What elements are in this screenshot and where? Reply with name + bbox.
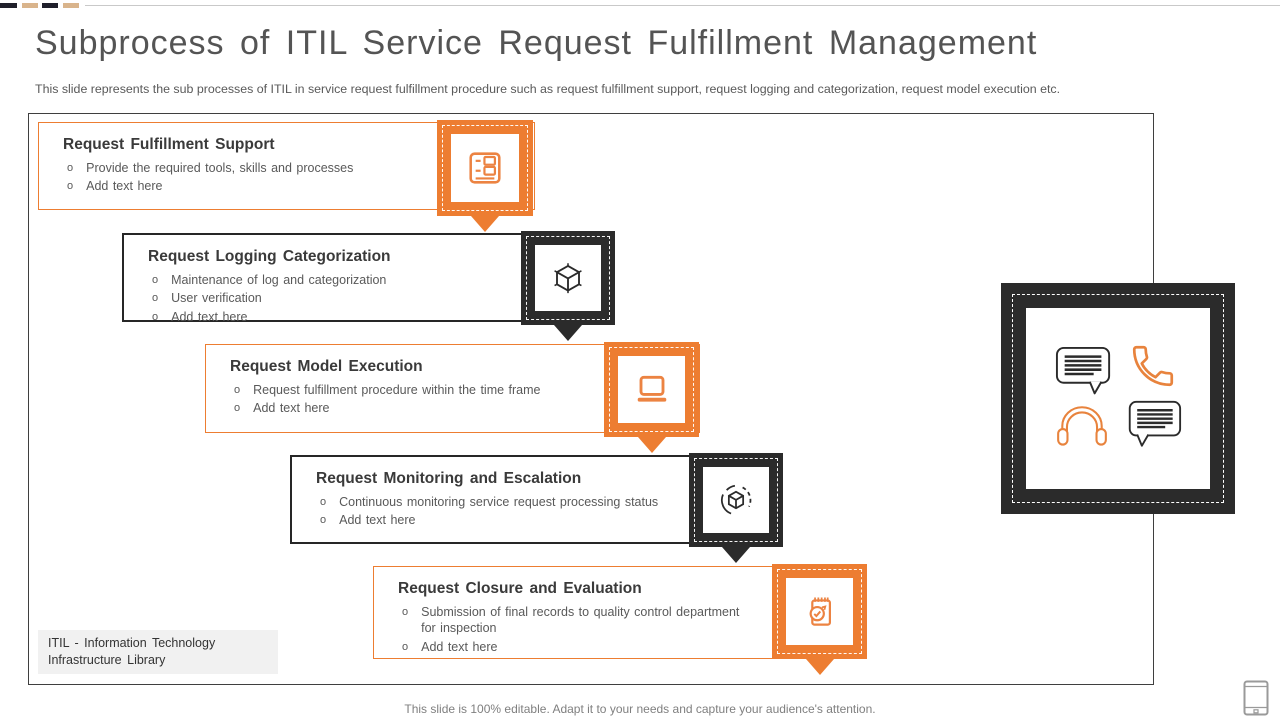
bullet-item: Add text here: [152, 309, 613, 325]
top-rule: [85, 5, 1280, 6]
chat-bubble-icon: [1055, 346, 1111, 395]
down-arrow: [471, 216, 499, 232]
dashed-border: [1012, 294, 1224, 503]
step-5-icon-tile: [772, 564, 867, 675]
down-arrow: [554, 325, 582, 341]
step-title: Request Fulfillment Support: [63, 136, 275, 153]
dashed-border: [777, 569, 862, 654]
laptop-icon: [618, 356, 685, 423]
step-3-icon-tile: [604, 342, 699, 453]
top-dash-tan: [22, 3, 38, 8]
top-dash-dark: [42, 3, 58, 8]
step-4-icon-tile: [689, 453, 783, 563]
bullet-item: Submission of final records to quality c…: [402, 604, 866, 637]
bullet-item: Request fulfillment procedure within the…: [234, 382, 699, 398]
bullet-item: Maintenance of log and categorization: [152, 272, 613, 288]
top-dash-tan: [63, 3, 79, 8]
footnote: ITIL - Information Technology Infrastruc…: [38, 630, 278, 674]
dashed-border: [694, 458, 778, 542]
page-title: Subprocess of ITIL Service Request Fulfi…: [35, 24, 1038, 62]
down-arrow: [722, 547, 750, 563]
footer-note: This slide is 100% editable. Adapt it to…: [404, 702, 876, 716]
bullet-item: Add text here: [67, 178, 534, 194]
page-subtitle: This slide represents the sub processes …: [35, 82, 1061, 96]
dashed-border: [609, 347, 694, 432]
step-title: Request Monitoring and Escalation: [316, 470, 582, 487]
support-panel-inner: [1026, 308, 1210, 489]
down-arrow: [805, 659, 834, 675]
bullet-item: User verification: [152, 290, 613, 306]
dashed-border: [526, 236, 610, 320]
phone-icon: [1132, 345, 1174, 387]
down-arrow: [637, 437, 666, 453]
cube-icon: [535, 245, 601, 311]
bullet-item: Add text here: [320, 512, 781, 528]
notepad-check-icon: [786, 578, 853, 645]
step-title: Request Closure and Evaluation: [398, 580, 642, 597]
chat-bubble-icon: [1128, 400, 1182, 447]
bullet-item: Add text here: [234, 400, 699, 416]
cube-refresh-icon: [703, 467, 769, 533]
headphones-icon: [1057, 406, 1107, 446]
tablet-icon: [1243, 680, 1269, 716]
step-title: Request Logging Categorization: [148, 248, 391, 265]
step-title: Request Model Execution: [230, 358, 423, 375]
top-dash-dark: [0, 3, 17, 8]
support-panel: [1001, 283, 1235, 514]
step-1-icon-tile: [437, 120, 533, 232]
step-2-icon-tile: [521, 231, 615, 341]
dashed-border: [442, 125, 528, 211]
bullet-item: Add text here: [402, 639, 866, 655]
bullet-item: Continuous monitoring service request pr…: [320, 494, 781, 510]
form-document-icon: [451, 134, 519, 202]
bullet-item: Provide the required tools, skills and p…: [67, 160, 534, 176]
